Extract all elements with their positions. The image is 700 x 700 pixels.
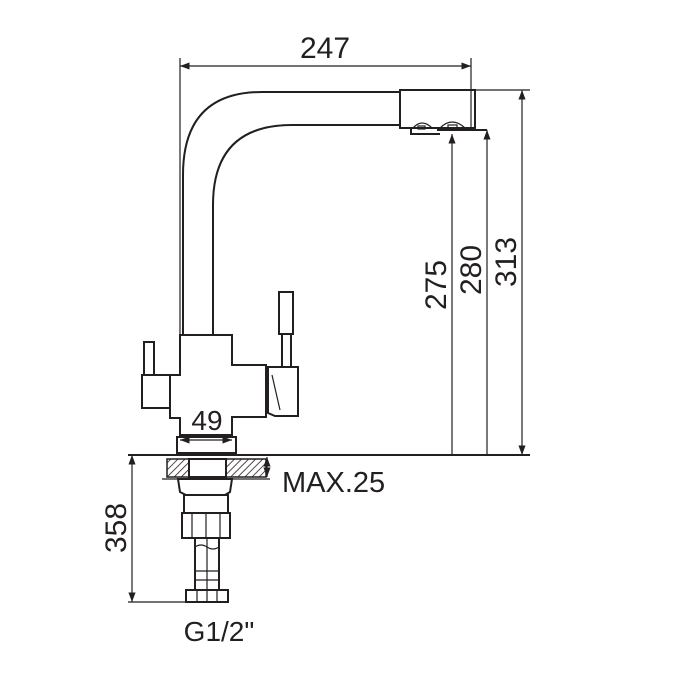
dimension-heights: 275 280 313 <box>420 89 530 455</box>
faucet-body: 49 <box>141 291 299 454</box>
dimension-label-358: 358 <box>100 503 133 553</box>
dimension-label-49: 49 <box>191 405 222 436</box>
dimension-label-280: 280 <box>455 245 488 295</box>
right-handle-lever <box>278 291 294 335</box>
dimension-below-counter: 358 <box>100 455 186 603</box>
spout <box>182 89 487 335</box>
dimension-spout-reach: 247 <box>179 32 472 335</box>
dimension-label-313: 313 <box>490 237 523 287</box>
dimension-label-275: 275 <box>420 260 453 310</box>
mounting-hardware: MAX.25 <box>162 457 385 603</box>
dimension-label-247: 247 <box>300 32 350 65</box>
dimension-label-max-25: MAX.25 <box>282 467 385 499</box>
connection-label: G1/2" <box>184 616 255 647</box>
left-handle-lever <box>143 341 155 376</box>
left-handle-base <box>141 374 171 409</box>
